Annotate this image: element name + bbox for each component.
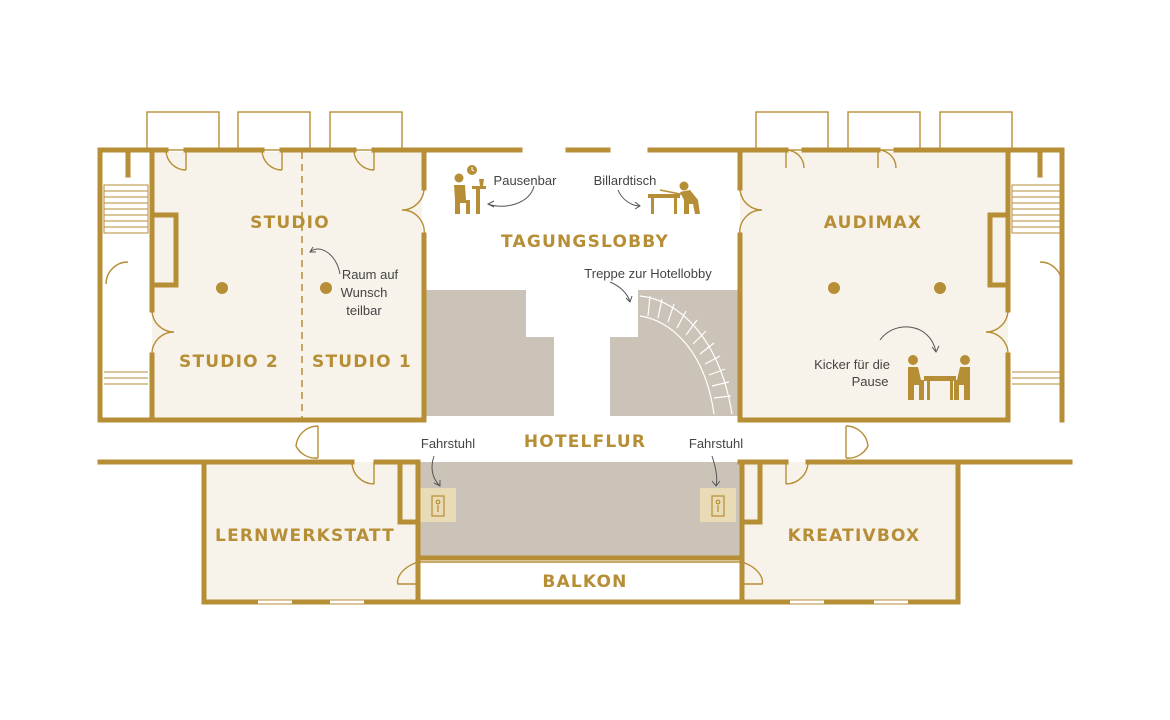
clock-icon xyxy=(467,165,477,175)
note-fahrstuhl-right: Fahrstuhl xyxy=(689,436,743,451)
walls xyxy=(97,147,1073,605)
note-treppe: Treppe zur Hotellobby xyxy=(584,266,712,281)
side-stairs xyxy=(103,184,1063,385)
room-fills xyxy=(152,152,1008,602)
note-kicker-line1: Kicker für die xyxy=(814,357,890,372)
window-bays xyxy=(146,111,1013,151)
foosball-players-icon xyxy=(908,355,970,400)
core-areas xyxy=(418,290,740,558)
room-studio-1: STUDIO 1 xyxy=(312,352,412,372)
annotation-arrows xyxy=(309,185,940,487)
note-raum-line1: Raum auf xyxy=(342,267,399,282)
room-audimax: AUDIMAX xyxy=(824,213,922,233)
note-raum-line2: Wunsch xyxy=(341,285,388,300)
note-billardtisch: Billardtisch xyxy=(594,173,657,188)
room-lernwerkstatt: LERNWERKSTATT xyxy=(215,526,395,546)
staircase-icon xyxy=(639,295,733,415)
note-raum-line3: teilbar xyxy=(346,303,382,318)
room-studio-2: STUDIO 2 xyxy=(179,352,279,372)
note-kicker-line2: Pause xyxy=(852,374,889,389)
note-fahrstuhl-left: Fahrstuhl xyxy=(421,436,475,451)
room-kreativbox: KREATIVBOX xyxy=(788,526,921,546)
room-tagungslobby: TAGUNGSLOBBY xyxy=(501,232,669,252)
column-dots xyxy=(216,282,946,294)
room-balkon: BALKON xyxy=(542,572,627,592)
thin-details xyxy=(105,149,1063,604)
elevator-icon xyxy=(431,495,725,517)
room-hotelflur: HOTELFLUR xyxy=(524,432,646,452)
person-at-bar-icon xyxy=(454,173,486,214)
note-pausenbar: Pausenbar xyxy=(494,173,558,188)
billiard-player-icon xyxy=(648,181,700,214)
room-studio: STUDIO xyxy=(250,213,330,233)
